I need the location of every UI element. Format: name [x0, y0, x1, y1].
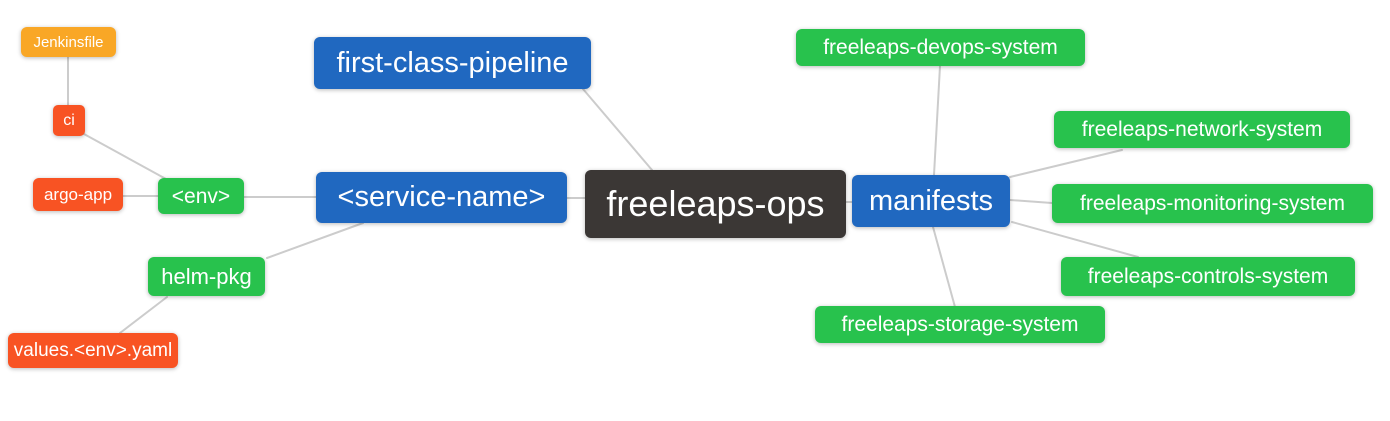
- edge-manifests-storage: [932, 226, 956, 308]
- edge-pipeline-ops: [582, 88, 653, 171]
- node-controls-system[interactable]: freeleaps-controls-system: [1061, 257, 1355, 296]
- node-first-class-pipeline[interactable]: first-class-pipeline: [314, 37, 591, 89]
- node-network-system[interactable]: freeleaps-network-system: [1054, 111, 1350, 148]
- node-env[interactable]: <env>: [158, 178, 244, 214]
- node-ci[interactable]: ci: [53, 105, 85, 136]
- edge-manifests-controls: [1011, 221, 1139, 258]
- node-service-name[interactable]: <service-name>: [316, 172, 567, 223]
- node-devops-system[interactable]: freeleaps-devops-system: [796, 29, 1085, 66]
- node-argo-app[interactable]: argo-app: [33, 178, 123, 211]
- node-jenkinsfile[interactable]: Jenkinsfile: [21, 27, 116, 57]
- node-freeleaps-ops[interactable]: freeleaps-ops: [585, 170, 846, 238]
- edge-values-yaml-helm-pkg: [119, 296, 168, 334]
- node-monitoring-system[interactable]: freeleaps-monitoring-system: [1052, 184, 1373, 223]
- node-helm-pkg[interactable]: helm-pkg: [148, 257, 265, 296]
- edge-helm-pkg-service-name: [266, 222, 364, 259]
- node-manifests[interactable]: manifests: [852, 175, 1010, 227]
- node-values-env-yaml[interactable]: values.<env>.yaml: [8, 333, 178, 368]
- edge-manifests-devops: [933, 65, 941, 176]
- node-storage-system[interactable]: freeleaps-storage-system: [815, 306, 1105, 343]
- edge-manifests-monitoring: [1009, 199, 1053, 204]
- edge-manifests-network: [1009, 149, 1123, 178]
- edge-ci-env: [83, 133, 167, 180]
